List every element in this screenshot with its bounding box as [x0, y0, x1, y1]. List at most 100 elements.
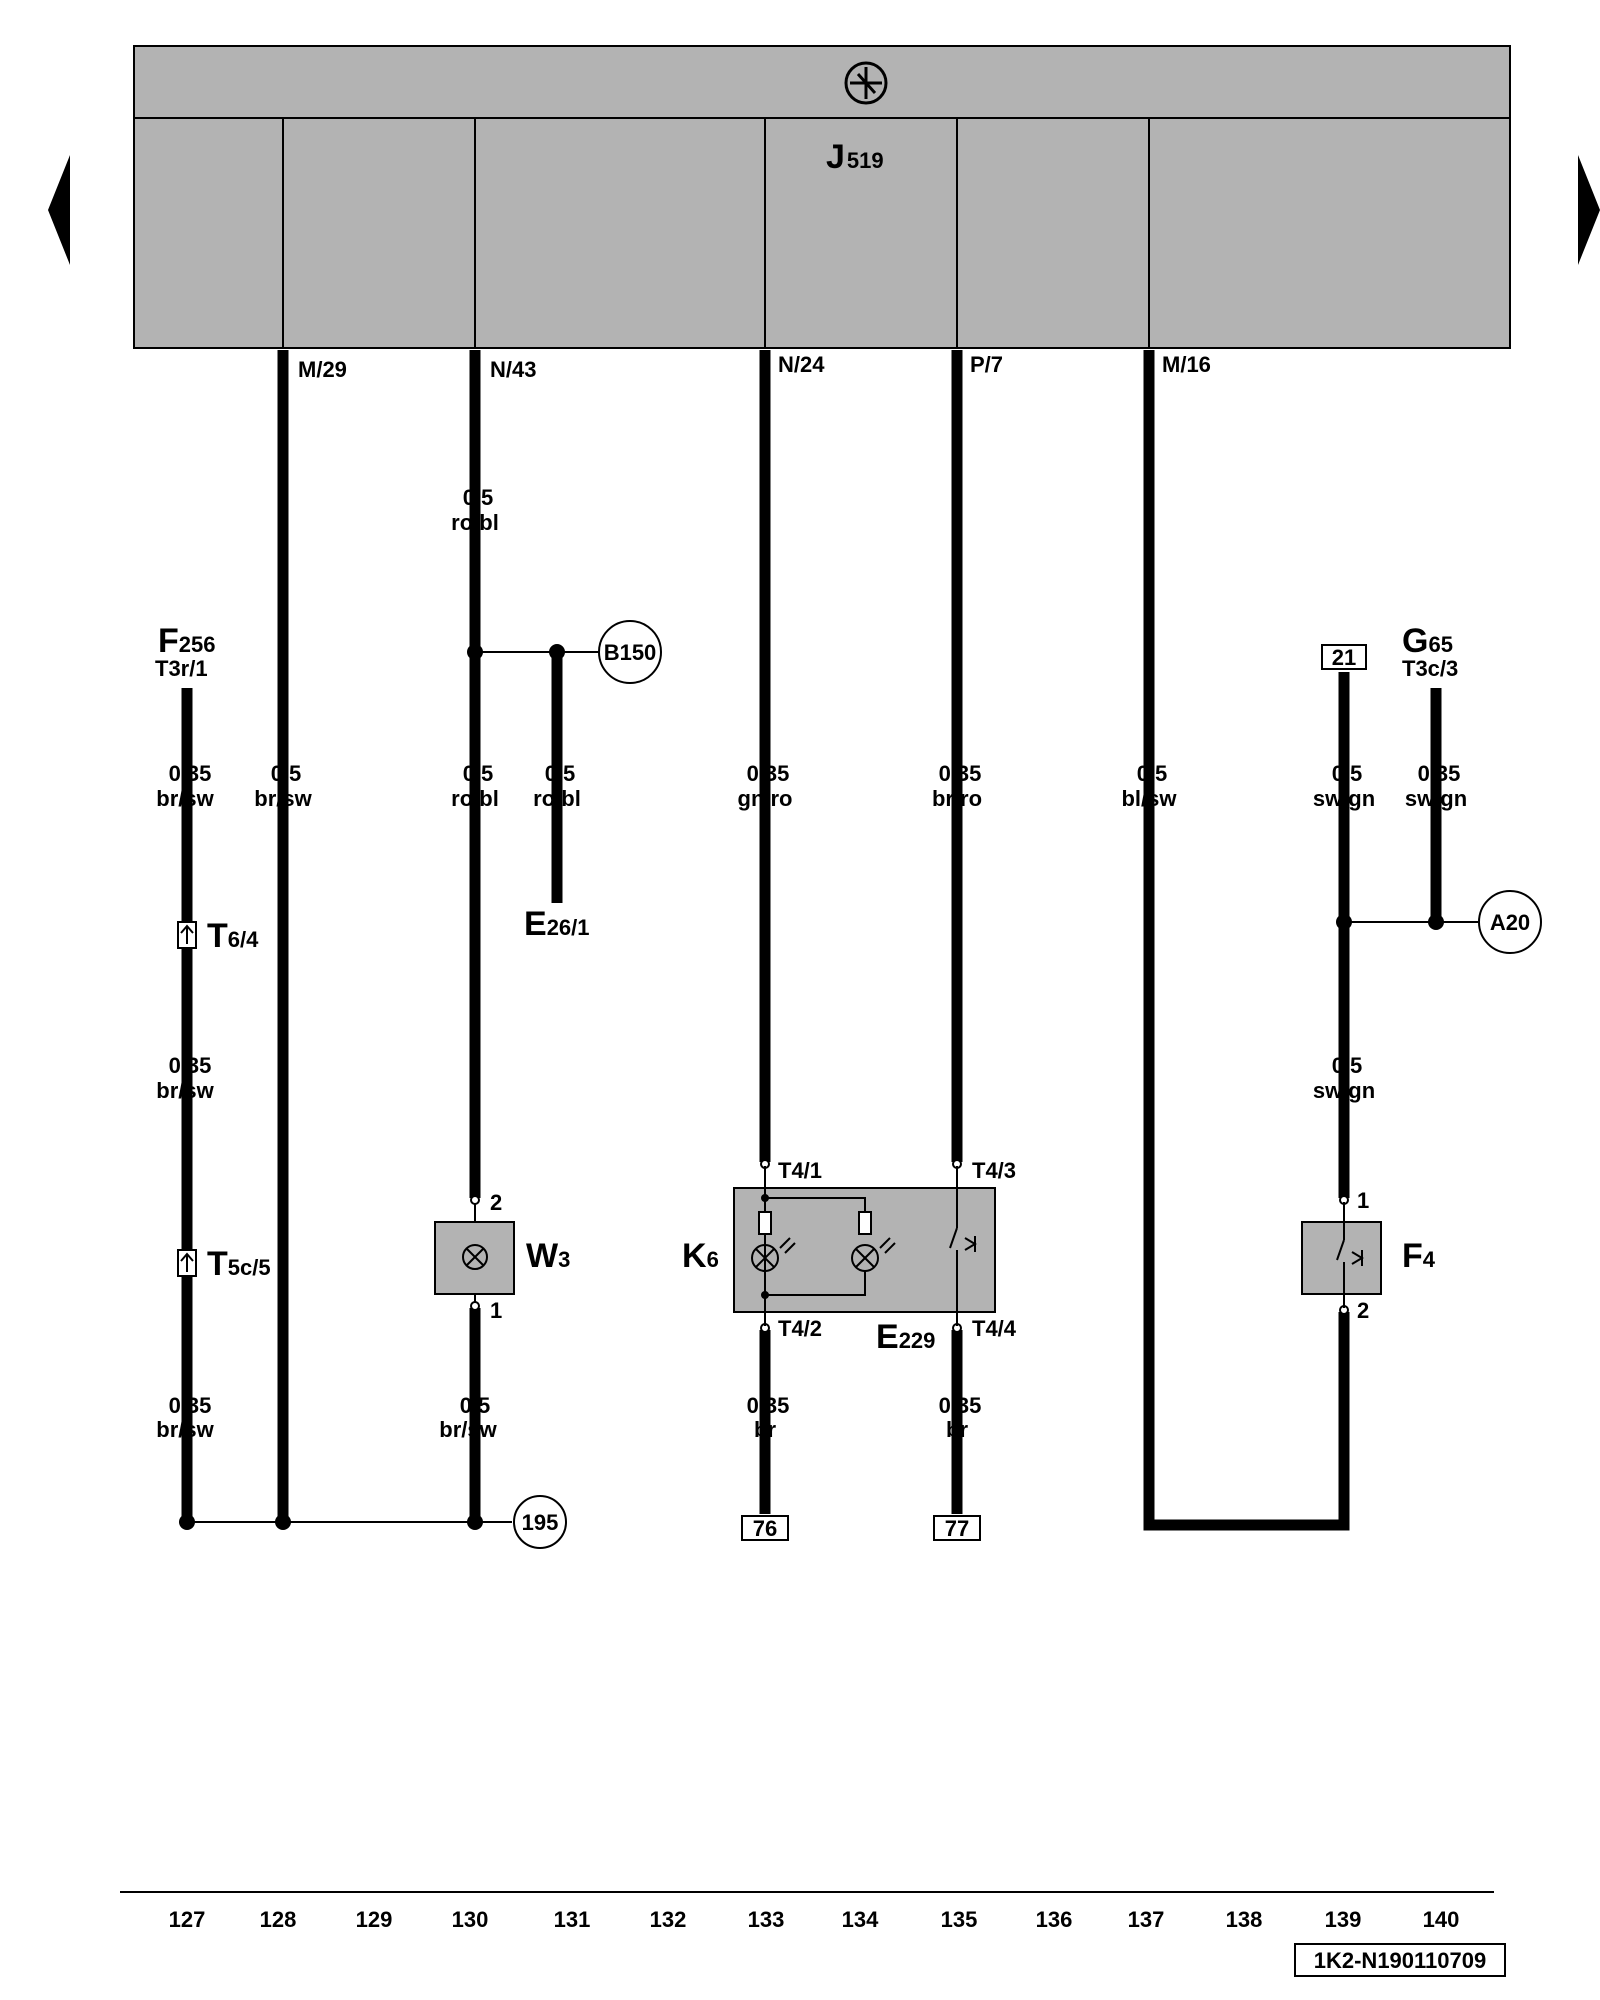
junction-dots [179, 644, 1444, 1530]
column-number: 137 [1128, 1907, 1165, 1932]
g65-label: G65 [1402, 622, 1453, 660]
column-number: 132 [650, 1907, 687, 1932]
column-number: 134 [842, 1907, 879, 1932]
svg-text:0,35: 0,35 [747, 761, 790, 786]
svg-text:0,35: 0,35 [1418, 761, 1461, 786]
connector-t6-4: T6/4 [177, 917, 259, 955]
pin-label: P/7 [970, 352, 1003, 377]
e229-label: E229 [876, 1318, 935, 1356]
column-number: 129 [356, 1907, 393, 1932]
svg-text:ro/bl: ro/bl [451, 510, 499, 535]
svg-text:195: 195 [522, 1510, 559, 1535]
svg-text:0,5: 0,5 [271, 761, 302, 786]
control-unit-label: J519 [826, 138, 884, 176]
svg-text:br/ro: br/ro [932, 786, 982, 811]
ref-box-21[interactable]: 21 [1321, 644, 1367, 670]
svg-text:21: 21 [1332, 645, 1356, 670]
wire-specs: 0,35 br/sw 0,5 br/sw 0,5 ro/bl 0,5 ro/bl… [156, 485, 1467, 1442]
prev-page-arrow[interactable] [48, 155, 70, 265]
svg-text:76: 76 [753, 1516, 777, 1541]
svg-text:sw/gn: sw/gn [1313, 786, 1375, 811]
pin-label: M/29 [298, 357, 347, 382]
svg-text:T4/1: T4/1 [778, 1158, 822, 1183]
svg-text:1: 1 [490, 1298, 502, 1323]
pin-label: M/16 [1162, 352, 1211, 377]
lamp-icon [462, 1244, 488, 1270]
document-id: 1K2-N190110709 [1294, 1943, 1506, 1977]
svg-text:0,35: 0,35 [169, 761, 212, 786]
svg-text:ro/bl: ro/bl [451, 786, 499, 811]
led-icon [851, 1237, 896, 1272]
svg-text:br/sw: br/sw [156, 1078, 214, 1103]
column-number: 138 [1226, 1907, 1263, 1932]
next-page-arrow[interactable] [1578, 155, 1600, 265]
f4-label: F4 [1402, 1237, 1436, 1275]
svg-text:0,5: 0,5 [1137, 761, 1168, 786]
svg-text:ro/bl: ro/bl [533, 786, 581, 811]
svg-text:br: br [946, 1417, 968, 1442]
component-k6-e229[interactable]: T4/1 T4/2 T4/3 T4/4 K6 E229 [682, 1158, 1017, 1356]
switch-icon [949, 1166, 977, 1326]
f256-pin: T3r/1 [155, 656, 208, 681]
component-w3[interactable]: 2 1 W3 [434, 1190, 570, 1323]
svg-text:bl/sw: bl/sw [1121, 786, 1177, 811]
svg-text:br/sw: br/sw [156, 786, 214, 811]
electronic-component-icon [844, 61, 888, 105]
svg-text:br/sw: br/sw [254, 786, 312, 811]
ref-box-77[interactable]: 77 [933, 1515, 981, 1541]
ref-a20[interactable]: A20 [1478, 890, 1542, 954]
svg-text:2: 2 [490, 1190, 502, 1215]
pin-label: N/43 [490, 357, 536, 382]
t6-4-label: T6/4 [207, 917, 259, 955]
svg-text:B150: B150 [604, 640, 657, 665]
led-icon [751, 1237, 796, 1272]
svg-text:77: 77 [945, 1516, 969, 1541]
w3-label: W3 [526, 1237, 570, 1275]
f256-label: F256 [158, 622, 216, 660]
t5c-5-label: T5c/5 [207, 1245, 271, 1283]
column-number: 127 [169, 1907, 206, 1932]
svg-text:0,5: 0,5 [1332, 1053, 1363, 1078]
svg-text:0,5: 0,5 [545, 761, 576, 786]
column-number: 133 [748, 1907, 785, 1932]
switch-icon [1336, 1202, 1364, 1308]
column-number: 128 [260, 1907, 297, 1932]
svg-text:0,35: 0,35 [939, 761, 982, 786]
svg-text:0,5: 0,5 [463, 485, 494, 510]
svg-text:0,35: 0,35 [169, 1393, 212, 1418]
column-number: 135 [941, 1907, 978, 1932]
svg-text:0,35: 0,35 [939, 1393, 982, 1418]
svg-text:A20: A20 [1490, 910, 1530, 935]
svg-text:T4/4: T4/4 [972, 1316, 1017, 1341]
pin-label: N/24 [778, 352, 825, 377]
ref-box-76[interactable]: 76 [741, 1515, 789, 1541]
control-unit-j519: J519 [133, 45, 1511, 349]
svg-text:1: 1 [1357, 1188, 1369, 1213]
column-number: 136 [1036, 1907, 1073, 1932]
svg-text:0,5: 0,5 [460, 1393, 491, 1418]
wires [181, 350, 1442, 1531]
svg-text:0,35: 0,35 [747, 1393, 790, 1418]
e26-label: E26/1 [524, 905, 590, 943]
svg-text:sw/gn: sw/gn [1405, 786, 1467, 811]
svg-text:T4/3: T4/3 [972, 1158, 1016, 1183]
svg-text:0,35: 0,35 [169, 1053, 212, 1078]
column-number: 131 [554, 1907, 591, 1932]
svg-text:1K2-N190110709: 1K2-N190110709 [1314, 1948, 1486, 1973]
ref-b150[interactable]: B150 [598, 620, 662, 684]
svg-text:2: 2 [1357, 1298, 1369, 1323]
svg-text:sw/gn: sw/gn [1313, 1078, 1375, 1103]
connector-t5c-5: T5c/5 [177, 1245, 271, 1283]
column-number: 139 [1325, 1907, 1362, 1932]
svg-text:gn/ro: gn/ro [738, 786, 793, 811]
svg-text:T4/2: T4/2 [778, 1316, 822, 1341]
column-number: 140 [1423, 1907, 1460, 1932]
ref-195[interactable]: 195 [513, 1495, 567, 1549]
component-f4[interactable]: 1 2 F4 [1301, 1188, 1436, 1323]
svg-text:br/sw: br/sw [156, 1417, 214, 1442]
svg-text:0,5: 0,5 [463, 761, 494, 786]
svg-text:br: br [754, 1417, 776, 1442]
g65-pin: T3c/3 [1402, 656, 1458, 681]
